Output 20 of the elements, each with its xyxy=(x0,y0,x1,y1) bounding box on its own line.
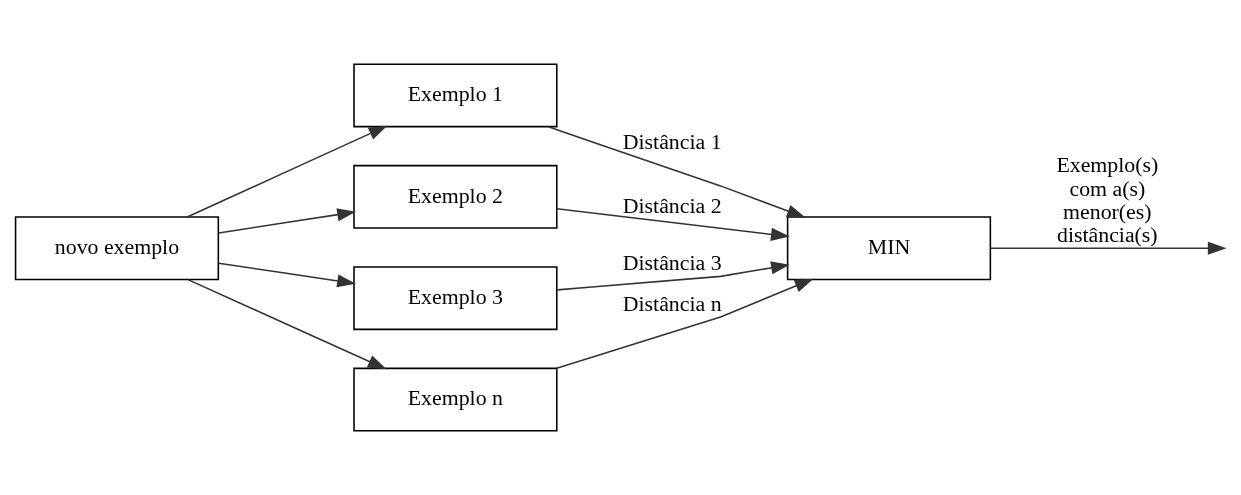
node-box: Exemplo 3 xyxy=(353,266,558,331)
arrow xyxy=(555,278,814,370)
node-box: Exemplo 2 xyxy=(353,164,558,229)
node-box: MIN xyxy=(786,216,992,281)
edge-label: Exemplo(s) com a(s) menor(es) distância(s) xyxy=(1056,153,1159,248)
edge-label: Distância 2 xyxy=(622,193,722,218)
node-box: novo exemplo xyxy=(14,216,220,281)
node-box: Exemplo n xyxy=(353,367,558,432)
node-box: Exemplo 1 xyxy=(353,63,558,128)
arrow xyxy=(186,125,388,218)
arrow xyxy=(217,208,356,234)
arrow xyxy=(547,126,806,218)
arrow xyxy=(187,278,387,370)
edge-label: Distância n xyxy=(622,291,722,316)
arrow xyxy=(556,207,790,241)
edge-label: Distância 3 xyxy=(622,251,722,276)
arrow xyxy=(556,261,790,291)
arrow xyxy=(989,241,1227,255)
arrow xyxy=(217,262,356,288)
edge-label: Distância 1 xyxy=(622,129,722,154)
